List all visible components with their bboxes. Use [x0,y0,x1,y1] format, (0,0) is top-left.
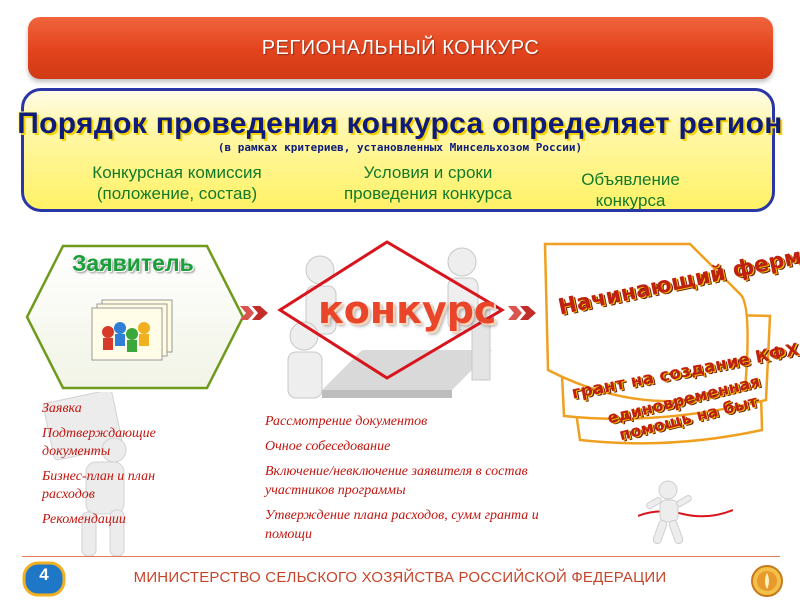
runner-finish-illustration [638,480,733,550]
info-item-conditions-line2: проведения конкурса [318,183,538,204]
footer-divider [22,556,780,557]
page-number: 4 [22,565,66,585]
info-item-announcement: Объявление конкурса [548,169,713,211]
footer-ministry-name: МИНИСТЕРСТВО СЕЛЬСКОГО ХОЗЯЙСТВА РОССИЙС… [100,569,700,586]
info-item-announcement-line1: Объявление [548,169,713,190]
arrow-right-icon [508,302,538,324]
info-item-commission-line2: (положение, состав) [62,183,292,204]
list-item: Включение/невключение заявителя в состав… [265,462,555,500]
info-item-commission-line1: Конкурсная комиссия [62,162,292,183]
list-item: Заявка [42,400,192,418]
applicant-documents-list: Заявка Подтверждающие документы Бизнес-п… [42,400,192,536]
info-item-conditions-line1: Условия и сроки [318,162,538,183]
list-item: Рекомендации [42,511,192,529]
ministry-emblem-icon [750,564,784,598]
list-item: Очное собеседование [265,437,555,456]
documents-icon [88,298,178,362]
list-item: Подтверждающие документы [42,425,192,461]
header-bar: РЕГИОНАЛЬНЫЙ КОНКУРС [28,17,773,79]
contest-steps-list: Рассмотрение документов Очное собеседова… [265,412,555,550]
list-item: Рассмотрение документов [265,412,555,431]
info-title: Порядок проведения конкурса определяет р… [0,107,800,141]
info-item-conditions: Условия и сроки проведения конкурса [318,162,538,204]
info-item-commission: Конкурсная комиссия (положение, состав) [62,162,292,204]
list-item: Бизнес-план и план расходов [42,468,192,504]
applicant-label: Заявитель [72,250,194,277]
contest-label: конкурс [318,288,468,332]
info-item-announcement-line2: конкурса [548,190,713,211]
list-item: Утверждение плана расходов, сумм гранта … [265,506,555,544]
header-title: РЕГИОНАЛЬНЫЙ КОНКУРС [262,37,540,60]
info-subtitle: (в рамках критериев, установленных Минсе… [0,141,800,154]
